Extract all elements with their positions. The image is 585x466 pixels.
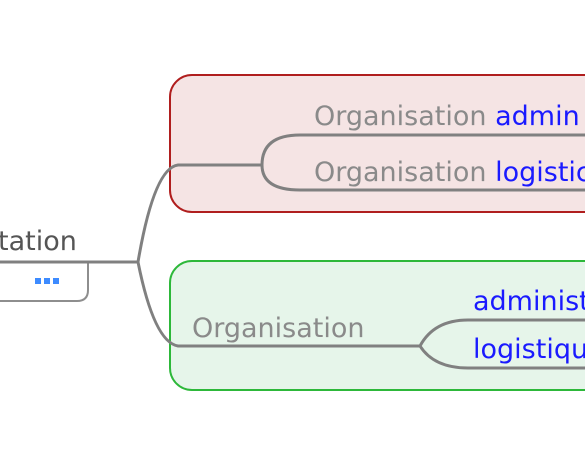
root-topic-label[interactable]: tation — [0, 226, 77, 257]
red-item-1-keyword: admin — [495, 101, 580, 132]
connector-red-item-1 — [260, 133, 585, 167]
connector-green-item-1 — [418, 318, 585, 348]
green-group-boundary — [169, 260, 585, 391]
green-item-2-topic[interactable]: logistiqu — [473, 334, 585, 365]
connector-to-red-group — [136, 163, 264, 264]
red-item-2-topic[interactable]: Organisation logistic — [314, 157, 585, 188]
connector-green-item-2 — [418, 344, 585, 370]
red-group-boundary — [169, 74, 585, 213]
green-group-topic[interactable]: Organisation — [192, 313, 365, 344]
more-dots-icon[interactable] — [35, 278, 59, 284]
connector-red-item-2 — [260, 163, 585, 192]
red-item-1-prefix: Organisation — [314, 101, 495, 132]
red-item-2-keyword: logistic — [495, 157, 585, 188]
red-item-2-prefix: Organisation — [314, 157, 495, 188]
green-item-1-topic[interactable]: administ — [473, 286, 585, 317]
connector-to-green-group — [136, 260, 422, 348]
red-item-1-topic[interactable]: Organisation admin — [314, 101, 580, 132]
